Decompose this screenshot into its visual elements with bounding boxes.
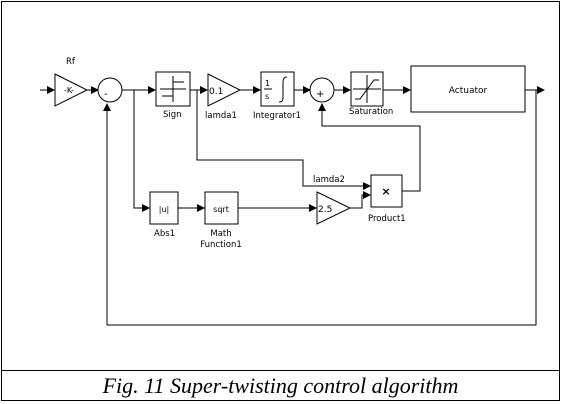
lamda1-label: lamda1 xyxy=(205,111,237,121)
actuator-block[interactable]: Actuator xyxy=(410,65,526,113)
saturation-label: Saturation xyxy=(349,107,393,117)
sum1-sign: - xyxy=(104,89,108,100)
figure-caption: Fig. 11 Super-twisting control algorithm xyxy=(1,370,560,401)
sum1-block[interactable]: - xyxy=(97,77,123,103)
integrator-label: Integrator1 xyxy=(253,111,301,121)
integrator-numerator: 1 xyxy=(265,79,270,88)
product-label: Product1 xyxy=(368,214,406,224)
gain-rf-block[interactable]: Rf -K- xyxy=(54,57,89,107)
sign-block[interactable]: Sign xyxy=(155,71,191,120)
lamda1-block[interactable]: 0.1 lamda1 xyxy=(205,73,242,121)
saturation-icon xyxy=(355,79,379,100)
saturation-block[interactable]: Saturation xyxy=(349,71,393,117)
abs-symbol: |u| xyxy=(159,205,169,214)
integrator-block[interactable]: 1 s Integrator1 xyxy=(253,71,301,121)
actuator-label: Actuator xyxy=(449,86,488,96)
sqrt-block[interactable]: sqrt Math Function1 xyxy=(200,191,242,250)
gain-rf-symbol: -K- xyxy=(64,86,74,95)
abs-block[interactable]: |u| Abs1 xyxy=(149,191,179,239)
sqrt-symbol: sqrt xyxy=(213,205,229,214)
abs-label: Abs1 xyxy=(154,229,175,239)
integrator-denominator: s xyxy=(265,92,269,101)
lamda2-value: 2.5 xyxy=(318,205,332,215)
integral-icon xyxy=(278,76,288,103)
product-block[interactable]: × Product1 xyxy=(368,174,406,224)
lamda1-value: 0.1 xyxy=(209,87,223,97)
signal-lines xyxy=(40,86,545,326)
sqrt-label-line2: Function1 xyxy=(200,240,242,250)
product-symbol: × xyxy=(381,185,390,198)
sum2-sign: + xyxy=(316,89,324,100)
sum2-block[interactable]: + xyxy=(309,77,335,103)
lamda2-label: lamda2 xyxy=(313,175,345,185)
sign-label: Sign xyxy=(163,110,182,120)
lamda2-block[interactable]: 2.5 lamda2 xyxy=(313,175,352,225)
gain-rf-label: Rf xyxy=(66,57,76,67)
sqrt-label-line1: Math xyxy=(210,229,231,239)
